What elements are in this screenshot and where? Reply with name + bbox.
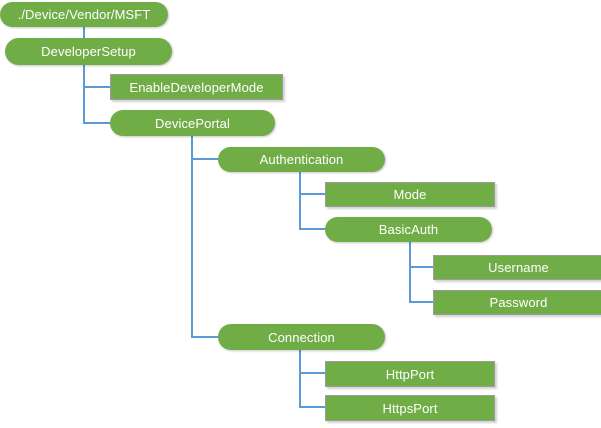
node-device-portal[interactable]: DevicePortal (110, 110, 275, 136)
node-connection[interactable]: Connection (218, 324, 385, 350)
node-label-basic-auth: BasicAuth (378, 222, 439, 237)
node-mode[interactable]: Mode (325, 182, 495, 207)
node-http-port[interactable]: HttpPort (325, 361, 495, 387)
node-label-authentication: Authentication (259, 152, 344, 167)
node-label-mode: Mode (393, 187, 427, 202)
connector-developer-setup-to-device-portal (83, 64, 111, 124)
node-label-developer-setup: DeveloperSetup (41, 44, 136, 59)
node-label-password: Password (489, 295, 548, 310)
node-label-username: Username (488, 260, 549, 275)
node-basic-auth[interactable]: BasicAuth (325, 217, 492, 242)
node-label-enable-developer-mode: EnableDeveloperMode (129, 79, 264, 95)
node-root[interactable]: ./Device/Vendor/MSFT (0, 2, 168, 27)
connector-authentication-to-basic-auth (299, 171, 326, 230)
connector-developer-setup-to-enable-developer-mode (83, 64, 111, 88)
node-label-http-port: HttpPort (385, 366, 435, 382)
node-authentication[interactable]: Authentication (218, 147, 385, 172)
connector-connection-to-http-port (299, 349, 326, 374)
node-enable-developer-mode[interactable]: EnableDeveloperMode (110, 74, 283, 100)
node-label-https-port: HttpsPort (382, 400, 438, 416)
connector-basic-auth-to-password (409, 241, 434, 303)
node-username[interactable]: Username (433, 255, 601, 280)
node-label-device-portal: DevicePortal (155, 115, 230, 131)
connector-connection-to-https-port (299, 349, 326, 408)
connector-device-portal-to-connection (191, 135, 219, 338)
node-https-port[interactable]: HttpsPort (325, 395, 495, 421)
node-label-connection: Connection (268, 329, 335, 345)
node-password[interactable]: Password (433, 290, 601, 315)
connector-authentication-to-mode (299, 171, 326, 195)
node-developer-setup[interactable]: DeveloperSetup (5, 38, 172, 65)
node-label-root: ./Device/Vendor/MSFT (17, 7, 151, 22)
connector-device-portal-to-authentication (191, 135, 219, 160)
connector-basic-auth-to-username (409, 241, 434, 268)
